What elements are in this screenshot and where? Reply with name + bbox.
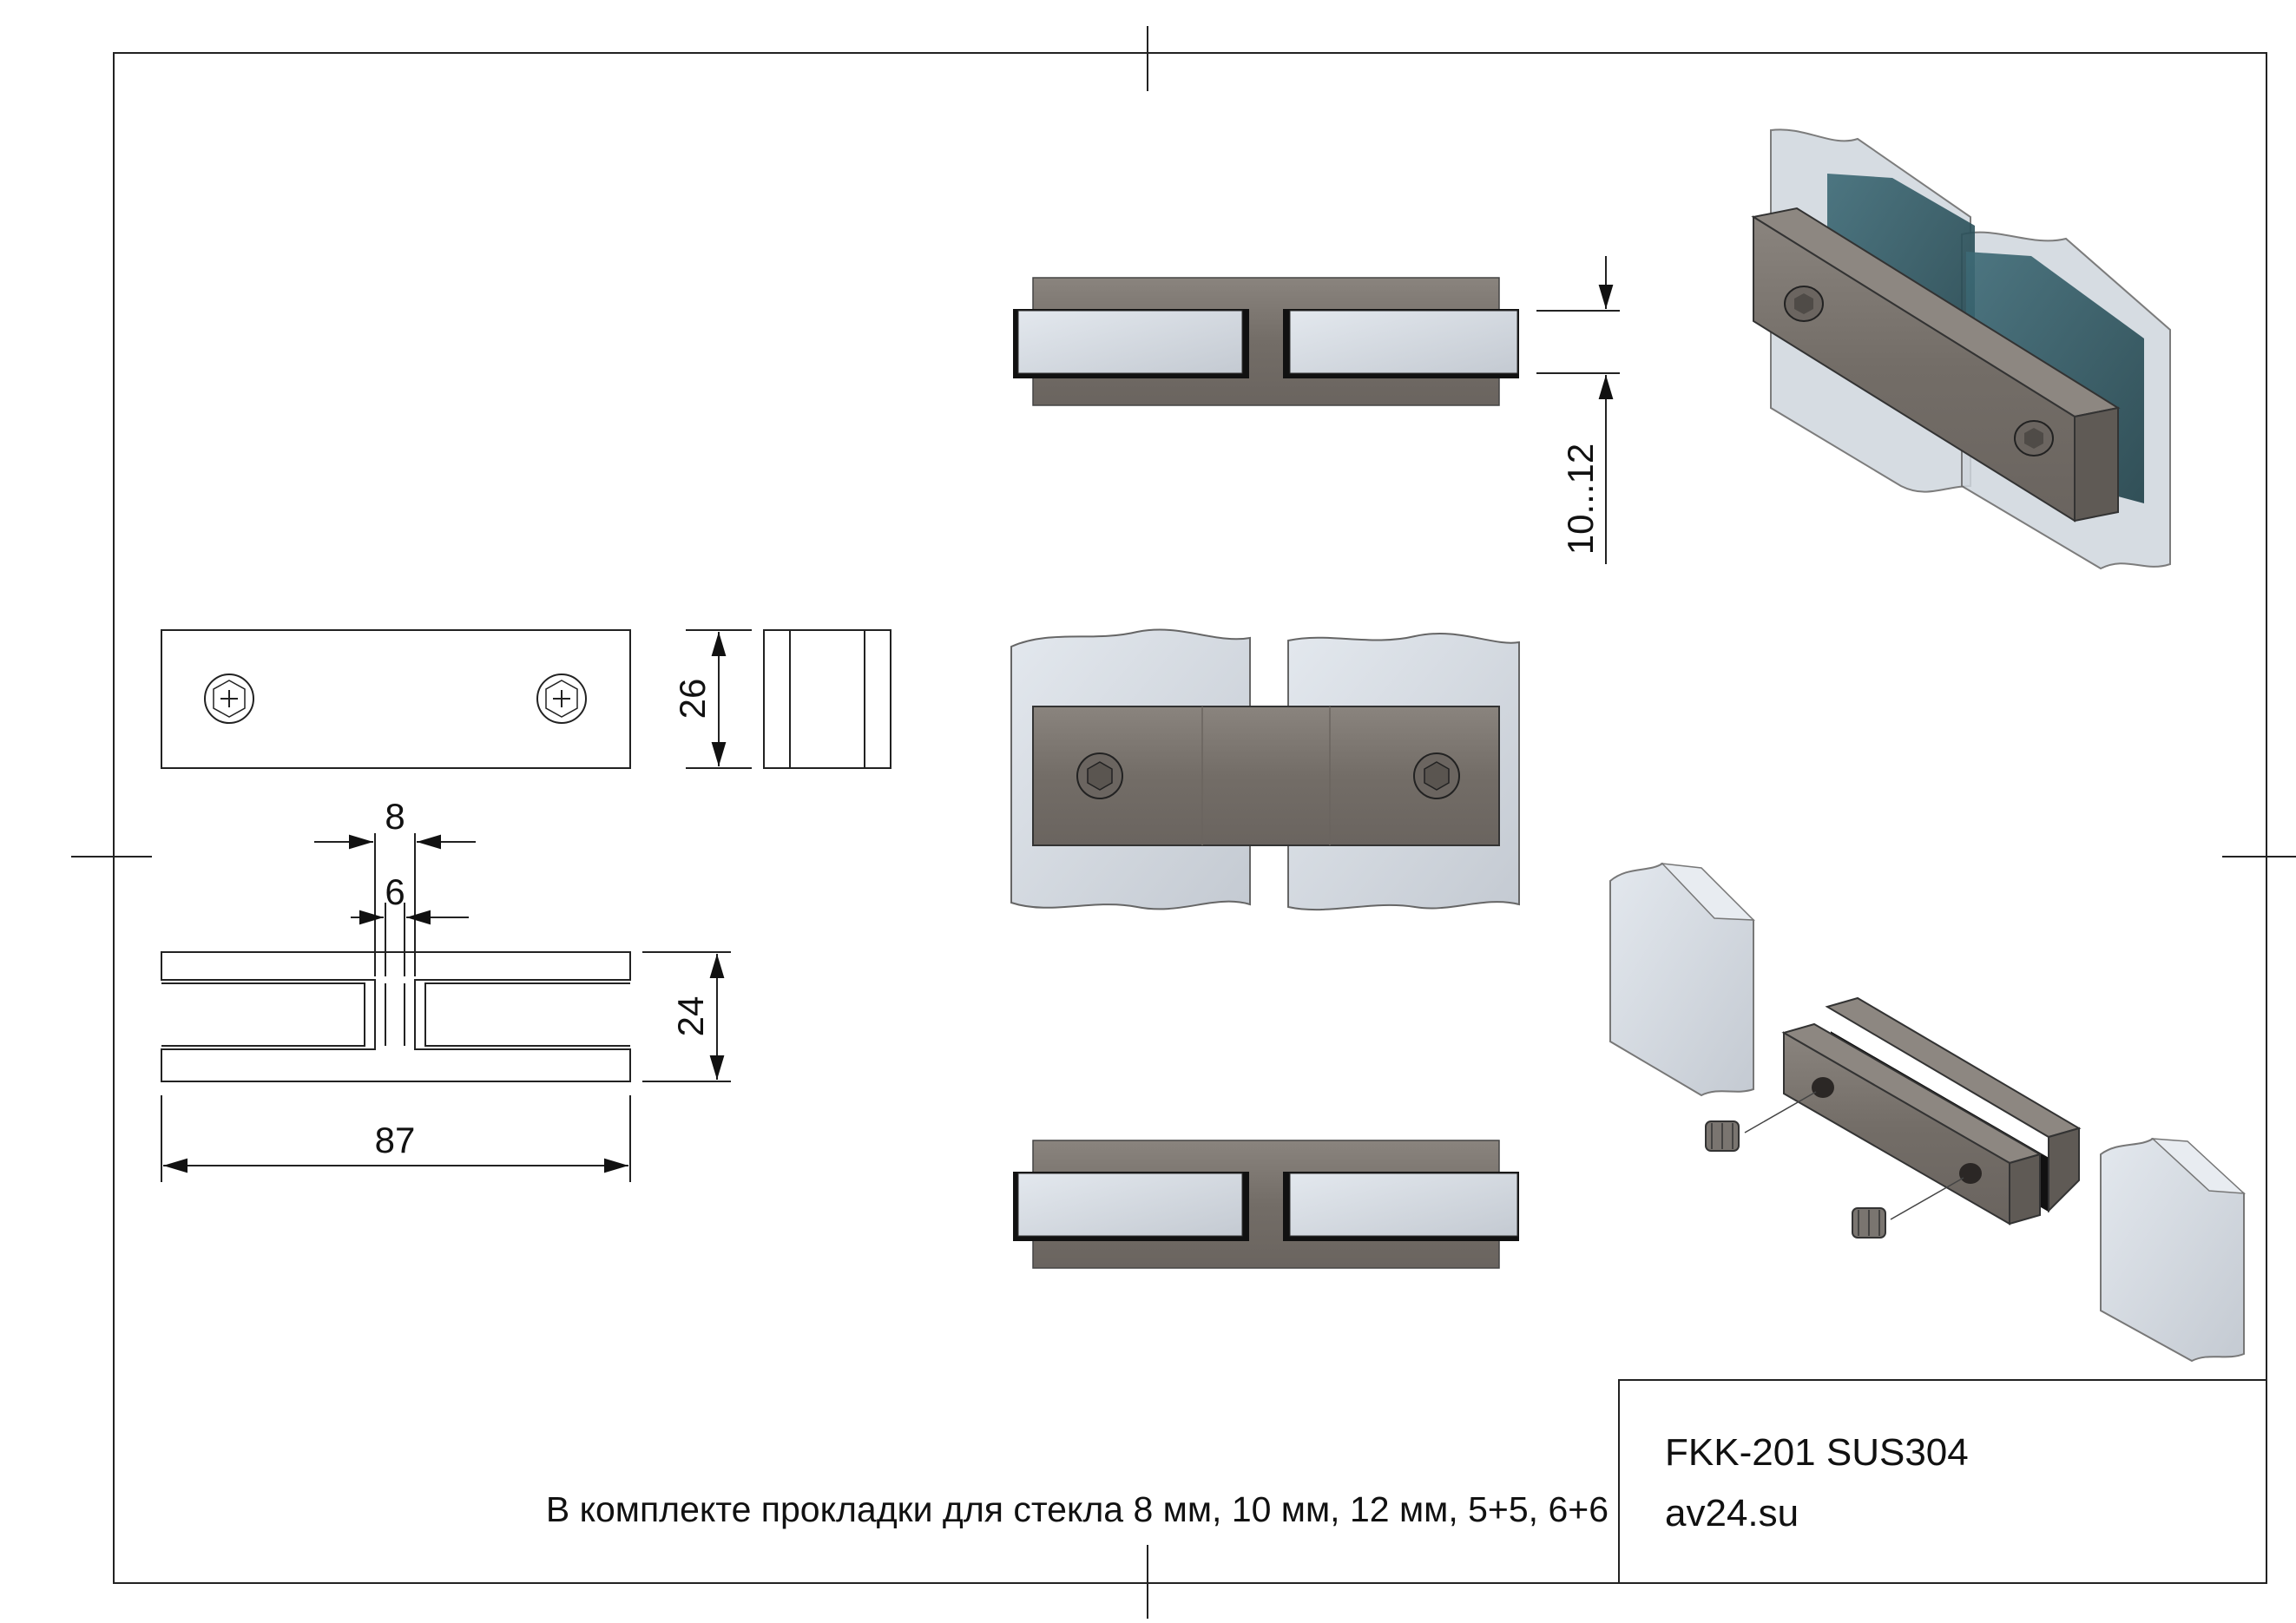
grub-screw-left-icon	[1705, 1120, 1740, 1152]
title-block: FKK-201 SUS304 av24.su	[1618, 1379, 2266, 1583]
top-render-view	[1013, 277, 1519, 406]
dimension-width: 87	[161, 1095, 631, 1182]
grub-screw-right-icon	[1852, 1207, 1886, 1239]
hex-socket-left-icon	[1076, 752, 1123, 799]
height-label: 24	[670, 996, 711, 1037]
product-code: FKK-201 SUS304	[1665, 1431, 1969, 1474]
dimension-glass-range: 10...12	[1536, 256, 1620, 564]
isometric-exploded-view	[1609, 862, 2247, 1363]
depth-label: 26	[672, 679, 713, 720]
iso-screw-top-icon	[1784, 286, 1824, 322]
dimension-height: 24	[642, 951, 731, 1082]
isometric-assembled-view	[1751, 128, 2171, 570]
side-view	[763, 629, 891, 769]
slot-outer-label: 8	[385, 796, 405, 837]
screw-head-right-icon	[536, 674, 587, 724]
package-note: В комплекте прокладки для стекла 8 мм, 1…	[546, 1489, 1609, 1529]
iso-screw-bottom-icon	[2014, 420, 2054, 457]
bottom-render-view	[1013, 1140, 1519, 1269]
glass-range-label: 10...12	[1560, 444, 1601, 555]
exploded-hole-right-icon	[1959, 1163, 1982, 1184]
dimension-slot-outer: 8	[314, 796, 476, 976]
website: av24.su	[1665, 1492, 1799, 1534]
slot-inner-label: 6	[385, 871, 405, 912]
front-view	[161, 629, 631, 769]
dimension-slot-inner: 6	[351, 871, 469, 976]
width-label: 87	[375, 1120, 416, 1160]
drawing-frame	[71, 26, 2296, 1619]
screw-head-left-icon	[204, 674, 254, 724]
hex-socket-right-icon	[1413, 752, 1460, 799]
exploded-hole-left-icon	[1812, 1077, 1834, 1098]
top-view-h-profile	[161, 951, 631, 1082]
front-render-view	[1010, 628, 1520, 911]
dimension-depth: 26	[672, 629, 752, 769]
